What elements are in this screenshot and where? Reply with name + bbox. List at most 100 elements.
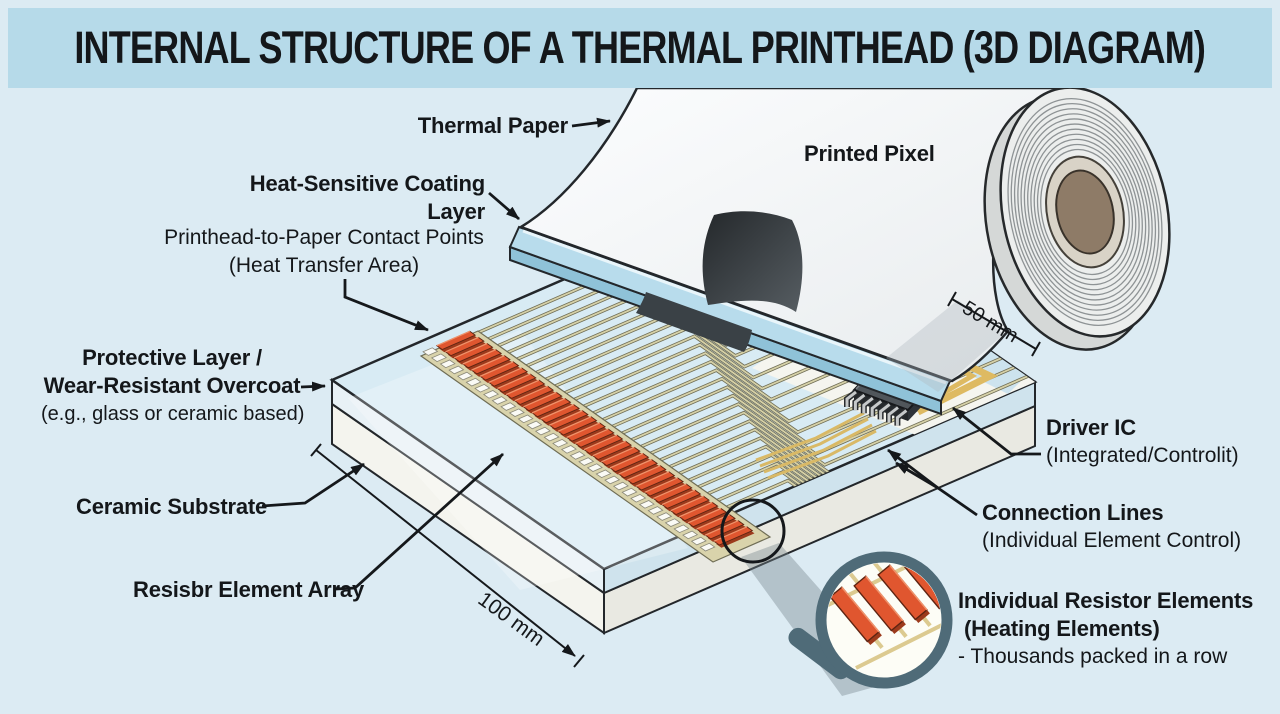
thermal-paper-sheet	[519, 86, 1084, 392]
electrode-pad	[682, 530, 699, 540]
resistor-bar-highlight	[679, 501, 713, 518]
label-printed-pixel: Printed Pixel	[804, 141, 935, 166]
ic-leg-core	[895, 409, 908, 426]
roll-ring	[1010, 103, 1160, 321]
electrode-pad	[543, 432, 560, 442]
resistor-bar-highlight	[592, 440, 626, 457]
zoom-callout	[720, 498, 953, 696]
electrode-pad	[474, 383, 491, 393]
magnifier	[788, 551, 953, 689]
label-heat-coating: Heat-Sensitive Coating Layer	[249, 171, 485, 224]
roll-ring	[1017, 113, 1153, 311]
electrode-pad	[647, 506, 664, 515]
electrode-pad	[465, 377, 482, 387]
resistor-element-array	[419, 330, 772, 563]
electrode-pad	[422, 347, 439, 356]
highlight-circle	[720, 498, 786, 564]
lens-resistor-highlight	[841, 586, 880, 633]
electrode-pad	[595, 469, 612, 479]
dim-line-50	[951, 298, 1037, 350]
printed-mark-on-strip	[636, 292, 752, 352]
leader-resistor-array	[335, 452, 504, 591]
leader-lines	[261, 117, 1041, 591]
resistor-bar-highlight	[540, 404, 574, 420]
resistor-bar-highlight	[627, 465, 661, 481]
resistor-bar-highlight	[618, 459, 652, 475]
electrode-pad	[534, 426, 551, 436]
resistor-bar-highlight	[505, 379, 540, 396]
resistor-bar-highlight	[453, 342, 488, 359]
electrode-pad	[526, 420, 543, 430]
roll-ring	[1020, 118, 1150, 306]
dimension-lines	[310, 291, 1041, 668]
resistor-bar-highlight	[601, 446, 635, 463]
resistor-bar-highlight	[609, 452, 644, 469]
resistor-bar-highlight	[497, 373, 531, 390]
electrode-pad	[508, 408, 525, 417]
leader-connection-stem	[937, 486, 978, 517]
resistor-bar-highlight	[471, 355, 505, 371]
resistor-bar-highlight	[514, 385, 549, 402]
electrode-pad	[586, 463, 603, 472]
roll-ring	[1013, 108, 1157, 316]
electrode-pad	[690, 536, 707, 546]
gold-trace-bundle	[755, 411, 877, 480]
resistor-bar-highlight	[557, 416, 592, 432]
label-ceramic-substrate: Ceramic Substrate	[76, 494, 268, 519]
electrode-pad	[430, 353, 448, 363]
resistor-bar-highlight	[566, 422, 600, 438]
printed-pixel-curl	[702, 211, 803, 312]
leader-connection-b	[895, 461, 939, 490]
leader-contact-points	[343, 279, 429, 332]
leader-protective	[300, 381, 326, 392]
label-resistor-array: Resisbr Element Array	[133, 577, 364, 602]
electrode-pad	[621, 487, 638, 497]
ic-legs-front	[844, 389, 909, 426]
roll-ring	[1007, 97, 1163, 327]
roll-ring	[1030, 133, 1140, 291]
roll-ring	[1033, 138, 1137, 286]
resistor-bar-highlight	[462, 349, 497, 365]
label-thermal-paper: Thermal Paper	[417, 113, 568, 138]
leader-thermal-paper	[571, 117, 611, 128]
roll-ring	[1040, 148, 1130, 276]
resistor-bar-highlight	[583, 434, 618, 451]
label-individual-resistors: Individual Resistor Elements (Heating El…	[958, 588, 1254, 668]
electrode-pad	[552, 438, 569, 448]
electrode-pad	[482, 390, 500, 399]
electrode-pad	[673, 524, 690, 534]
roll-ring	[1023, 123, 1147, 301]
strip-highlight	[522, 229, 947, 385]
electrode-pad	[448, 365, 465, 375]
resistor-bar-highlight	[531, 397, 566, 414]
magnifier-ring	[815, 551, 953, 689]
resistor-bar-highlight	[488, 367, 523, 383]
electrode-pad	[604, 475, 621, 485]
roll-ring	[1027, 128, 1143, 296]
resistor-bar-highlight	[670, 495, 704, 512]
page-title: INTERNAL STRUCTURE OF A THERMAL PRINTHEA…	[74, 22, 1207, 73]
resistor-bar-highlight	[445, 336, 479, 353]
electrode-pad	[638, 500, 655, 509]
electrode-pad	[630, 493, 647, 503]
roll-core	[1055, 169, 1115, 255]
electrode-pad	[491, 396, 508, 405]
ic-leg-core	[862, 397, 874, 414]
roll-ring	[1036, 143, 1134, 281]
electrode-pad	[517, 414, 534, 424]
resistor-bar-highlight	[523, 391, 557, 408]
electrode-pad	[664, 518, 681, 527]
lens-resistor-highlight	[865, 575, 904, 622]
resistor-bar-highlight	[575, 428, 609, 445]
resistor-bar-highlight	[661, 489, 696, 506]
ic-leg-core	[879, 403, 891, 420]
electrode-pad	[560, 445, 577, 454]
roll-rings	[1007, 97, 1163, 327]
paper-roll	[983, 86, 1171, 351]
roll-shadow	[886, 300, 1004, 392]
resistor-bar-highlight	[644, 477, 678, 493]
glass-sheen	[348, 330, 688, 590]
resistor-bars	[435, 330, 755, 548]
